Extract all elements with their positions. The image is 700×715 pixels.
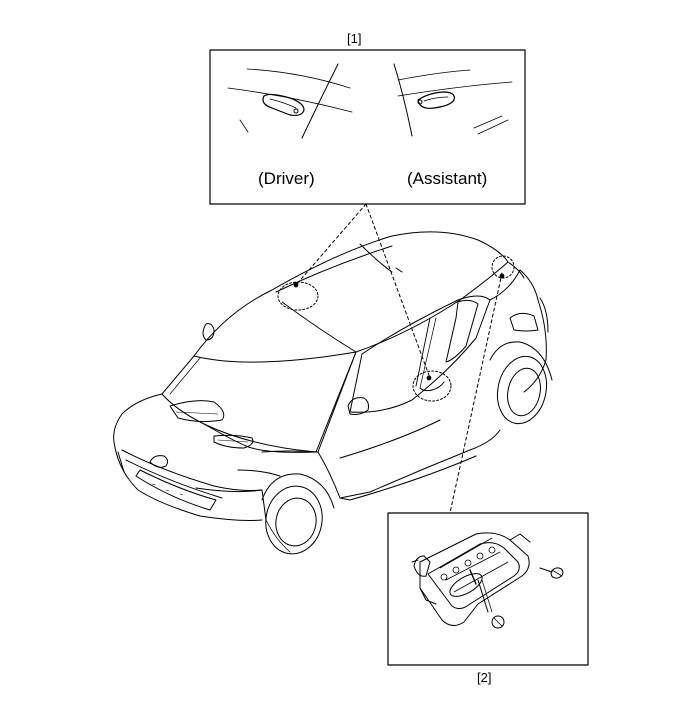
car-illustration bbox=[114, 232, 553, 559]
assistant-label: (Assistant) bbox=[407, 169, 488, 188]
leader-lines bbox=[296, 204, 502, 513]
callout-2-label: [2] bbox=[477, 670, 492, 685]
callout-1-label: [1] bbox=[347, 31, 362, 46]
bolt-icon bbox=[540, 566, 564, 580]
screw-icon bbox=[478, 580, 504, 628]
driver-handle-sketch bbox=[228, 64, 352, 138]
assistant-handle-sketch bbox=[394, 64, 512, 136]
inset-1-frame bbox=[210, 50, 525, 204]
inset-2-frame bbox=[388, 513, 588, 665]
assistant-handle-marker bbox=[413, 371, 451, 401]
rear-module-sketch bbox=[412, 533, 564, 628]
driver-label: (Driver) bbox=[258, 169, 315, 188]
